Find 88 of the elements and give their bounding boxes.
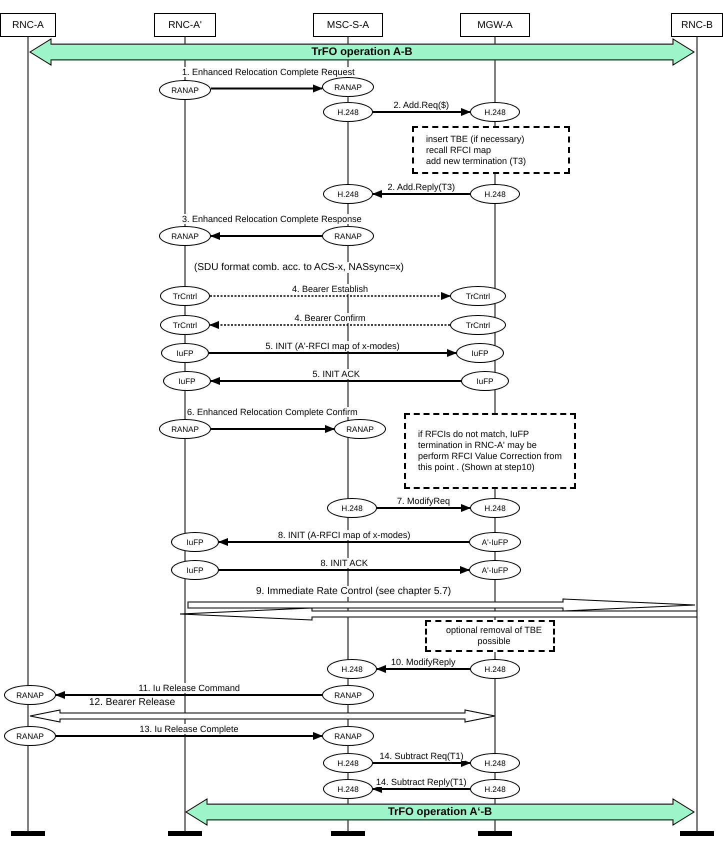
- protocol-ellipse: H.248: [327, 498, 377, 518]
- protocol-ellipse: H.248: [470, 659, 520, 679]
- protocol-ellipse: H.248: [470, 102, 520, 122]
- arrow: [372, 190, 470, 198]
- protocol-ellipse: IuFP: [456, 343, 504, 363]
- protocol-ellipse: TrCntrl: [160, 315, 210, 335]
- arrow: [211, 84, 323, 92]
- protocol-ellipse: RANAP: [159, 419, 211, 439]
- protocol-ellipse: H.248: [323, 779, 373, 799]
- edge-label: 2. Add.Req($): [392, 100, 450, 110]
- note-text: insert TBE (if necessary): [426, 134, 524, 144]
- protocol-ellipse: IuFP: [171, 532, 219, 552]
- protocol-ellipse: TrCntrl: [160, 286, 210, 306]
- protocol-ellipse: RANAP: [4, 685, 56, 705]
- protocol-ellipse: H.248: [323, 102, 373, 122]
- edge-label: 4. Bearer Establish: [291, 284, 370, 294]
- protocol-ellipse: IuFP: [171, 560, 219, 580]
- protocol-ellipse: RANAP: [322, 226, 374, 246]
- arrow: [377, 504, 471, 512]
- note-text: add new termination (T3): [426, 156, 526, 166]
- label-text: (SDU format comb. acc. to ACS-x, NASsync=x): [193, 262, 405, 273]
- protocol-ellipse: A'-IuFP: [469, 532, 521, 552]
- protocol-ellipse: TrCntrl: [450, 286, 506, 306]
- double-arrow-band: [185, 798, 695, 826]
- arrow: [209, 321, 450, 329]
- edge-label: 10. ModifyReply: [390, 657, 457, 667]
- note-box: [412, 126, 570, 174]
- protocol-ellipse: RANAP: [322, 685, 374, 705]
- protocol-ellipse: RANAP: [334, 419, 386, 439]
- lifeline-head: MSC-S-A: [313, 13, 383, 37]
- arrow: [372, 785, 470, 793]
- arrow: [219, 566, 470, 574]
- protocol-ellipse: IuFP: [163, 371, 211, 391]
- arrow: [210, 232, 322, 240]
- edge-label: 11. Iu Release Command: [138, 683, 241, 693]
- edge-label: 8. INIT ACK: [320, 558, 369, 568]
- arrow: [373, 759, 471, 767]
- band-label: TrFO operation A‘-B: [388, 806, 492, 818]
- lifeline-head: RNC-B: [671, 13, 723, 37]
- lifeline-head: RNC-A': [154, 13, 216, 37]
- protocol-ellipse: RANAP: [4, 726, 56, 746]
- band-label: TrFO operation A-B: [311, 46, 413, 58]
- edge-label: 6. Enhanced Relocation Complete Confirm: [186, 407, 359, 417]
- arrow: [55, 691, 322, 699]
- edge-label: 8. INIT (A-RFCI map of x-modes): [277, 530, 412, 540]
- protocol-ellipse: IuFP: [161, 343, 209, 363]
- protocol-ellipse: RANAP: [159, 226, 211, 246]
- note-text: optional removal of TBE possible: [445, 625, 543, 647]
- arrow: [209, 349, 457, 357]
- edge-label: 14. Subtract Reply(T1): [375, 777, 468, 787]
- protocol-ellipse: RANAP: [322, 77, 374, 97]
- note-box: [404, 413, 576, 489]
- edge-label: 14. Subtract Req(T1): [378, 751, 465, 761]
- protocol-ellipse: H.248: [470, 753, 520, 773]
- arrow: [56, 732, 323, 740]
- arrow: [373, 108, 471, 116]
- protocol-ellipse: TrCntrl: [450, 315, 506, 335]
- label-text: 12. Bearer Release: [88, 697, 176, 708]
- protocol-ellipse: H.248: [470, 184, 520, 204]
- note-box: [425, 620, 555, 652]
- double-arrow-band: [29, 38, 695, 66]
- arrow: [211, 425, 335, 433]
- edge-label: 5. INIT ACK: [312, 369, 361, 379]
- protocol-ellipse: H.248: [470, 498, 520, 518]
- label-text: 9. Immediate Rate Control (see chapter 5.7): [255, 586, 452, 597]
- protocol-ellipse: RANAP: [322, 726, 374, 746]
- arrow: [376, 665, 470, 673]
- edge-label: 4. Bearer Confirm: [294, 313, 367, 323]
- protocol-ellipse: H.248: [323, 184, 373, 204]
- note-text: if RFCIs do not match, IuFP termination in RNC-A' may be perform RFCI Value Correction from this point . (Shown at step10): [418, 429, 563, 473]
- protocol-ellipse: RANAP: [159, 80, 211, 100]
- protocol-ellipse: IuFP: [461, 371, 509, 391]
- edge-label: 2. Add.Reply(T3): [386, 182, 456, 192]
- arrow: [218, 538, 469, 546]
- edge-label: 5. INIT (A'-RFCI map of x-modes): [264, 341, 401, 351]
- edge-label: 3. Enhanced Relocation Complete Response: [181, 214, 363, 224]
- protocol-ellipse: H.248: [470, 779, 520, 799]
- protocol-ellipse: H.248: [323, 753, 373, 773]
- arrow: [210, 292, 451, 300]
- edge-label: 1. Enhanced Relocation Complete Request: [181, 66, 356, 76]
- protocol-ellipse: A'-IuFP: [469, 560, 521, 580]
- lifeline-head: MGW-A: [460, 13, 530, 37]
- arrow: [210, 377, 461, 385]
- protocol-ellipse: H.248: [327, 659, 377, 679]
- edge-label: 13. Iu Release Complete: [138, 724, 240, 734]
- lifeline-head: RNC-A: [0, 13, 56, 37]
- edge-label: 7. ModifyReq: [396, 496, 452, 506]
- note-text: recall RFCI map: [426, 144, 492, 156]
